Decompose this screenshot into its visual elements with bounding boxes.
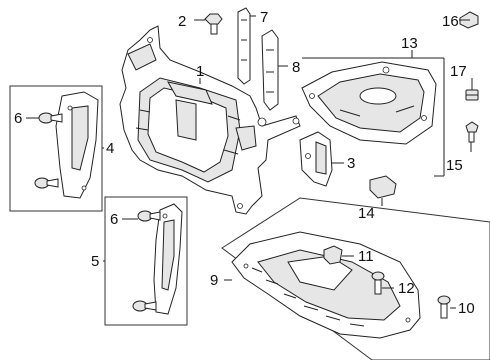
callout-17: 17	[450, 63, 467, 80]
bracket-part-8	[261, 29, 279, 111]
callout-1: 1	[196, 63, 204, 80]
push-pin-lower-left	[34, 177, 59, 189]
callout-4: 4	[106, 140, 114, 157]
sensor-part-14	[369, 175, 397, 199]
push-pin-bottom	[132, 300, 157, 312]
bolt-part-2	[204, 13, 223, 35]
splash-shield-part-13	[301, 61, 437, 145]
leader-lines	[26, 15, 473, 309]
bracket-part-7	[237, 7, 251, 85]
callout-3: 3	[347, 155, 355, 172]
callout-2: 2	[178, 13, 186, 30]
headlamp-bracket-part-3	[299, 131, 333, 187]
callout-8: 8	[292, 59, 300, 76]
push-pin-part-10	[437, 295, 451, 319]
callout-6-lower: 6	[110, 211, 118, 228]
callout-16: 16	[442, 13, 459, 30]
push-pin-part-6-lower	[137, 210, 161, 222]
air-deflector-part-4	[55, 91, 99, 199]
callout-15: 15	[446, 157, 463, 174]
callout-9: 9	[210, 272, 218, 289]
outline-part-9	[221, 197, 490, 360]
callout-7: 7	[260, 9, 268, 26]
callout-10: 10	[458, 300, 475, 317]
callout-6-upper: 6	[14, 110, 22, 127]
push-pin-part-12	[371, 271, 385, 295]
nut-part-17	[465, 89, 479, 101]
air-deflector-part-5	[153, 203, 183, 315]
push-pin-part-6-upper	[38, 112, 63, 124]
callout-5: 5	[91, 253, 99, 270]
lower-deflector-part-9	[231, 231, 421, 339]
callout-14: 14	[358, 205, 375, 222]
radiator-support-frame	[119, 25, 301, 215]
clip-part-11	[323, 245, 343, 265]
callout-12: 12	[398, 280, 415, 297]
bolt-part-15	[465, 121, 479, 143]
callout-11: 11	[358, 248, 374, 265]
callout-13: 13	[401, 35, 418, 52]
callout-labels: 1 2 3 4 5 6 6 7 8 9 10 11 12 13 14 15 16…	[14, 9, 475, 317]
